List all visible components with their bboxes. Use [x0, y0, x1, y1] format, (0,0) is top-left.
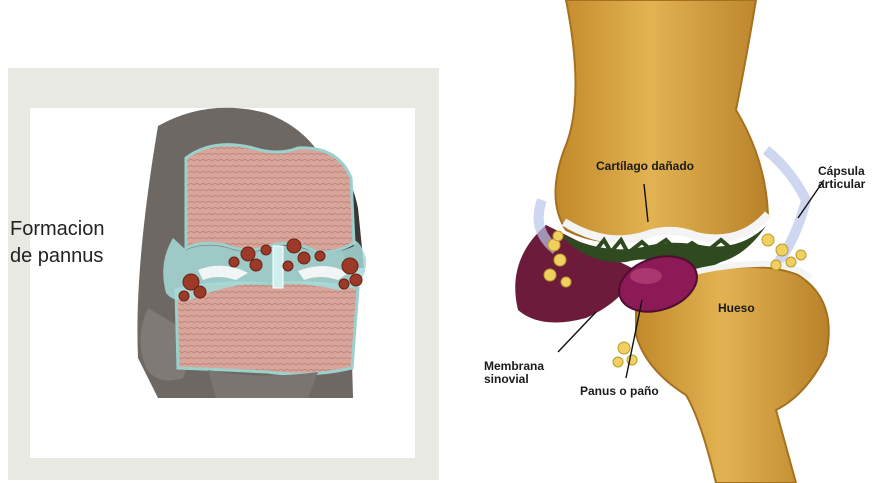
left-panel: Formacion de pannus	[8, 68, 439, 480]
label-cartilage: Cartílago dañado	[596, 160, 726, 173]
femur-section	[186, 145, 354, 252]
label-sinovial: sinovial	[484, 373, 564, 386]
label-panus: Panus o paño	[580, 385, 690, 398]
upper-bone	[555, 0, 768, 241]
label-de-pannus: de pannus	[10, 244, 103, 268]
joint-diagram: Cartílago dañado Cápsula articular Hueso…	[446, 0, 877, 483]
label-articular: articular	[818, 178, 877, 191]
label-formacion: Formacion	[10, 217, 104, 241]
knee-illustration	[8, 68, 439, 480]
label-hueso: Hueso	[718, 302, 778, 315]
